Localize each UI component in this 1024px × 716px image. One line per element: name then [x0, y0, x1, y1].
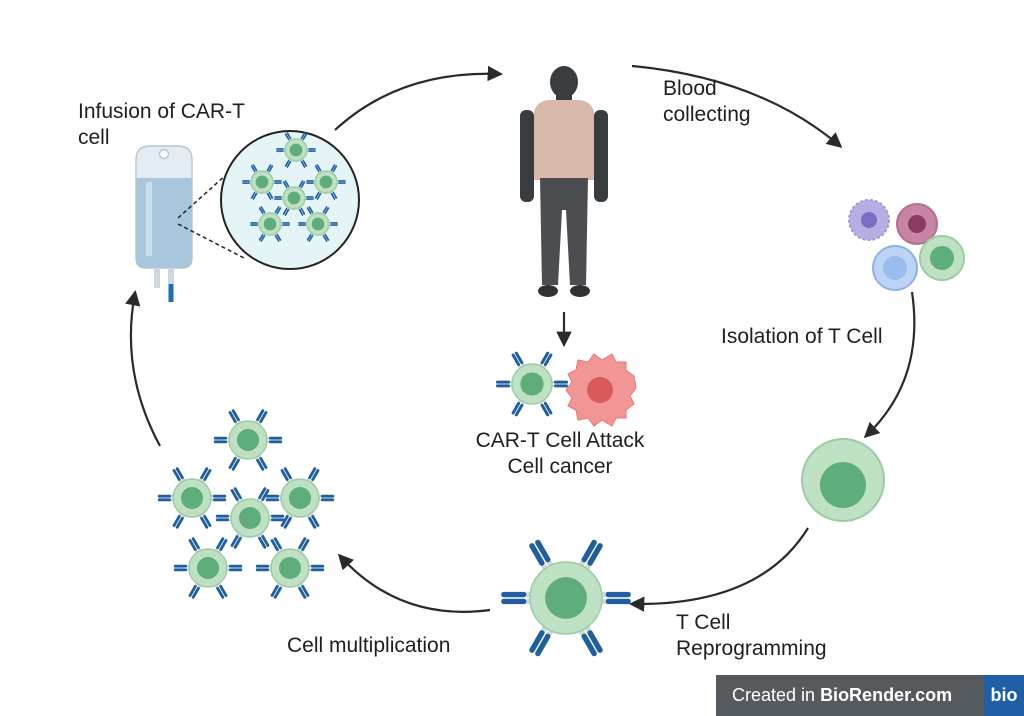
magnified-car-t-cell — [242, 163, 282, 201]
magnified-car-t-cell — [250, 205, 290, 243]
arrow-reprogramming — [628, 527, 809, 612]
multiplied-car-t-cell — [265, 466, 335, 530]
granulocyte-nucleus — [908, 215, 926, 233]
label-infusion: Infusion of CAR-T cell — [78, 100, 245, 149]
cell-nucleus — [545, 577, 587, 619]
car-receptor-icon — [598, 591, 631, 605]
cell-nucleus — [288, 486, 312, 510]
footer-brand: BioRender.com — [820, 685, 953, 705]
cancer-cell-nucleus — [587, 377, 613, 403]
cell-nucleus — [278, 556, 302, 580]
magnified-car-t-cell — [306, 163, 346, 201]
isolated-t-cell-nucleus — [820, 462, 866, 508]
magnified-car-t-cell — [274, 179, 314, 217]
iv-bag-icon — [135, 145, 193, 302]
multiplied-car-t-cell — [213, 408, 283, 472]
arrow-multiplication — [337, 553, 491, 613]
label-t-cell-reprogramming: T Cell Reprogramming — [676, 611, 827, 660]
cell-nucleus — [236, 428, 260, 452]
arrow-infusion-to-patient — [334, 65, 504, 131]
label-car-t-attack: CAR-T Cell Attack Cell cancer — [475, 429, 645, 478]
cycle-arrows — [125, 64, 916, 613]
arrow-isolation — [863, 291, 916, 439]
biorender-logo-icon[interactable]: bio — [984, 675, 1024, 716]
arrow-blood-collecting — [631, 64, 843, 148]
cell-nucleus — [263, 217, 277, 231]
magnified-car-t-cell — [298, 205, 338, 243]
multiplied-car-t-cell — [255, 536, 325, 600]
cell-nucleus — [238, 506, 262, 530]
footer-prefix: Created in — [732, 685, 821, 705]
cell-nucleus — [319, 175, 333, 189]
footer-credit[interactable]: Created in BioRender.com — [716, 685, 984, 706]
cell-nucleus — [289, 143, 303, 157]
car-receptor-icon — [501, 591, 534, 605]
multiplied-car-t-cell — [157, 466, 227, 530]
multiplied-car-t-cell — [215, 486, 285, 550]
label-blood-collecting: Blood collecting — [663, 77, 751, 126]
cell-nucleus — [180, 486, 204, 510]
blue-blood-cell-nucleus — [883, 256, 907, 280]
cell-nucleus — [287, 191, 301, 205]
cell-nucleus — [311, 217, 325, 231]
cell-nucleus — [196, 556, 220, 580]
cell-nucleus — [255, 175, 269, 189]
t-cell-small-nucleus — [930, 246, 954, 270]
purple-blood-cell-nucleus — [861, 212, 877, 228]
attacking-car-t-cell — [496, 351, 568, 417]
biorender-footer[interactable]: Created in BioRender.com bio — [716, 675, 1024, 716]
arrow-return-to-infusion — [125, 289, 161, 447]
label-cell-multiplication: Cell multiplication — [287, 634, 451, 657]
magnified-car-t-cell — [276, 131, 316, 169]
reprogrammed-car-t-cell — [501, 538, 631, 658]
multiplied-car-t-cell — [173, 536, 243, 600]
patient-icon — [520, 66, 608, 297]
label-isolation: Isolation of T Cell — [721, 325, 883, 348]
cell-nucleus — [520, 372, 544, 396]
